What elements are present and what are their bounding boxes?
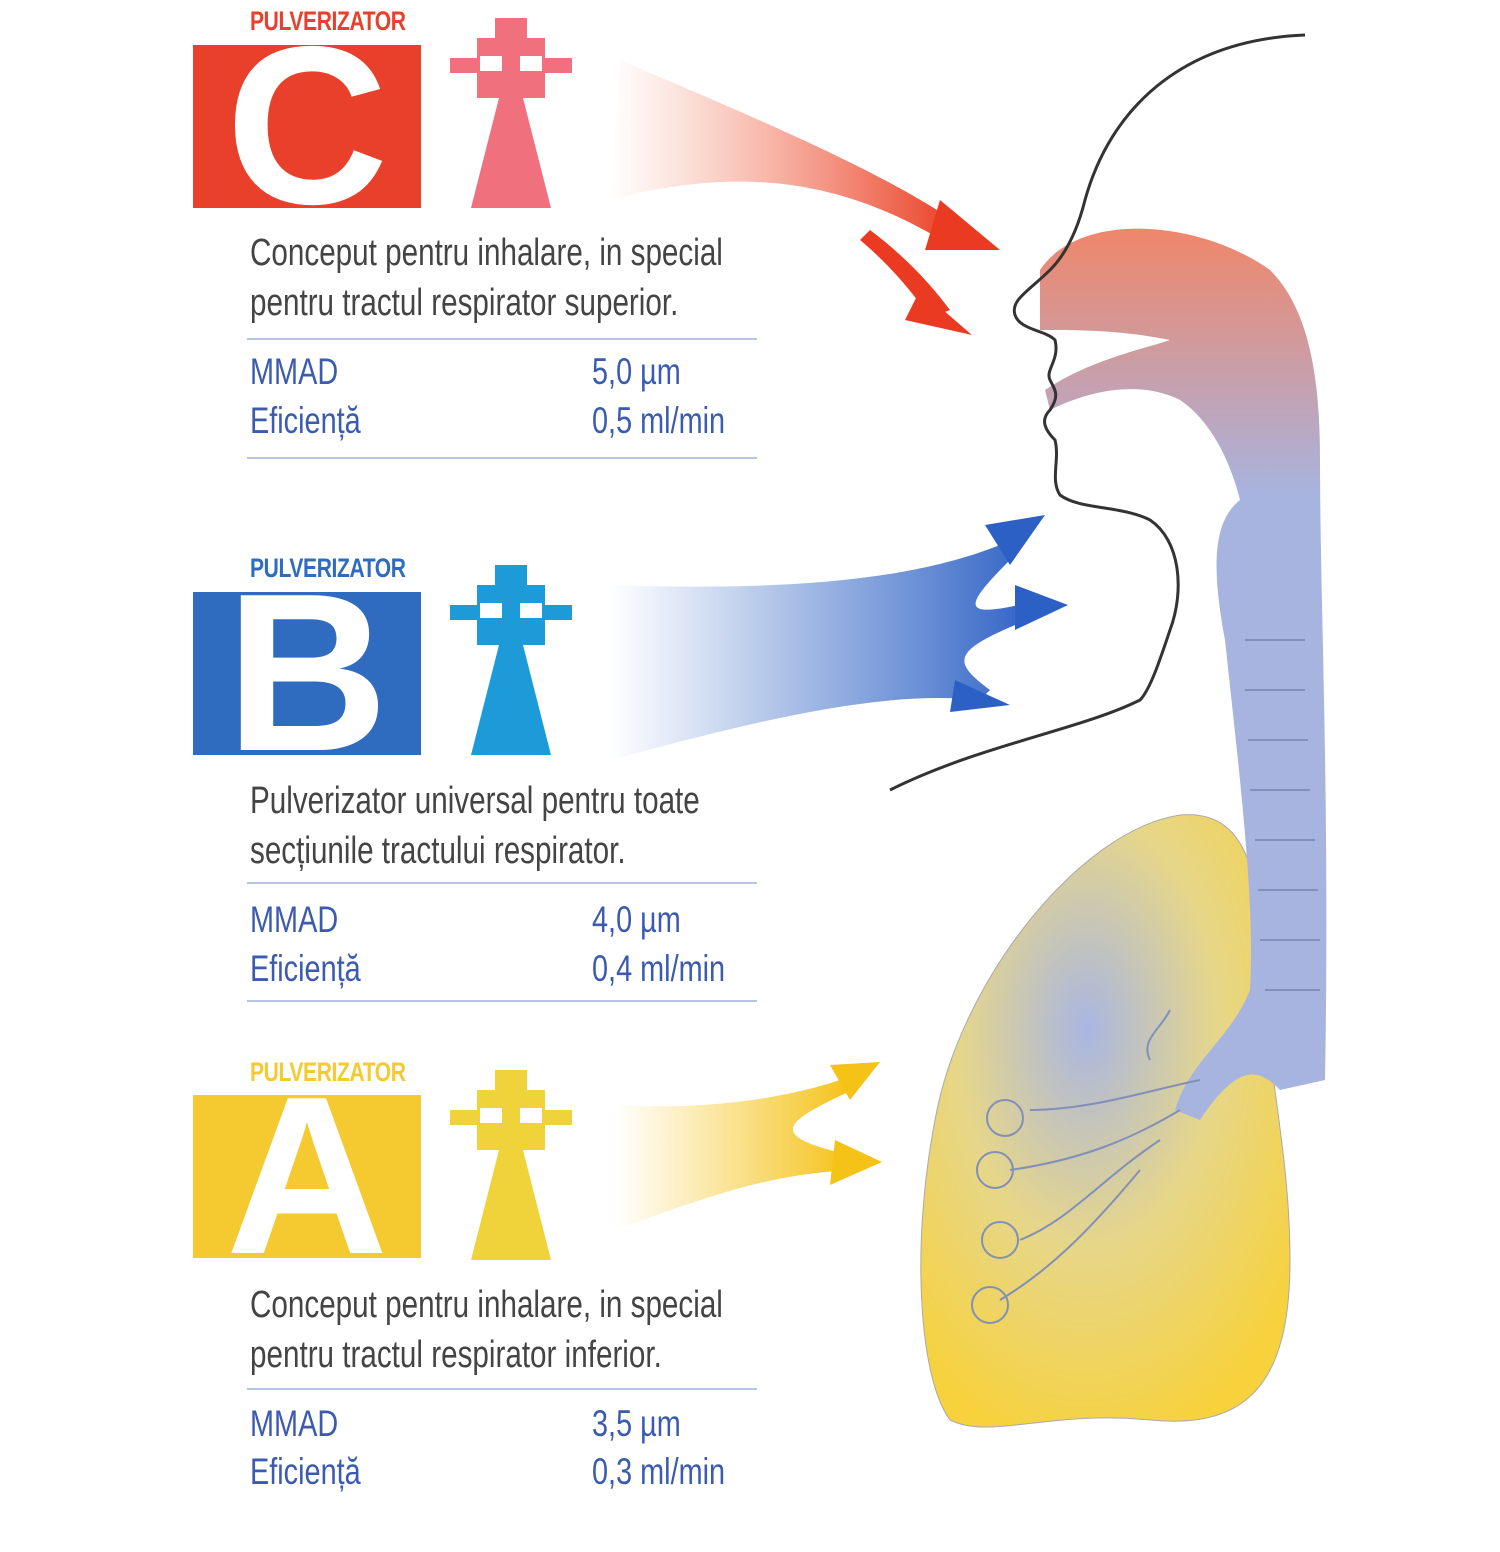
nebulizer-label: PULVERIZATOR <box>250 6 406 36</box>
divider <box>247 882 757 884</box>
divider <box>247 338 757 340</box>
nebulizer-label: PULVERIZATOR <box>250 553 406 583</box>
bronchi <box>971 1009 1201 1324</box>
divider <box>247 1000 757 1002</box>
divider <box>247 457 757 459</box>
nebulizer-letter: A <box>225 1095 389 1258</box>
nozzle-icon <box>450 18 572 208</box>
arrow-b <box>610 515 1068 760</box>
airway <box>1040 228 1327 1121</box>
letter-block: B <box>193 592 421 755</box>
nozzle-icon <box>450 1070 572 1260</box>
nebulizer-a-section: PULVERIZATOR A Conceput pentru inhalare,… <box>0 1052 800 1552</box>
arrow-c <box>610 60 1000 335</box>
nebulizer-c-section: PULVERIZATOR C Conceput pentru inhalare,… <box>0 0 800 500</box>
arrow-a <box>615 1062 882 1230</box>
lung <box>920 814 1291 1428</box>
nozzle-icon <box>450 565 572 755</box>
respiratory-illustration <box>610 33 1327 1428</box>
nebulizer-label: PULVERIZATOR <box>250 1057 406 1087</box>
letter-block: C <box>193 45 421 208</box>
nebulizer-b-section: PULVERIZATOR B Pulverizator universal pe… <box>0 548 800 1048</box>
nebulizer-letter: C <box>225 45 389 208</box>
nebulizer-letter: B <box>225 592 389 755</box>
head-outline <box>889 33 1306 792</box>
letter-block: A <box>193 1095 421 1258</box>
spine <box>1245 639 1320 991</box>
divider <box>247 1388 757 1390</box>
